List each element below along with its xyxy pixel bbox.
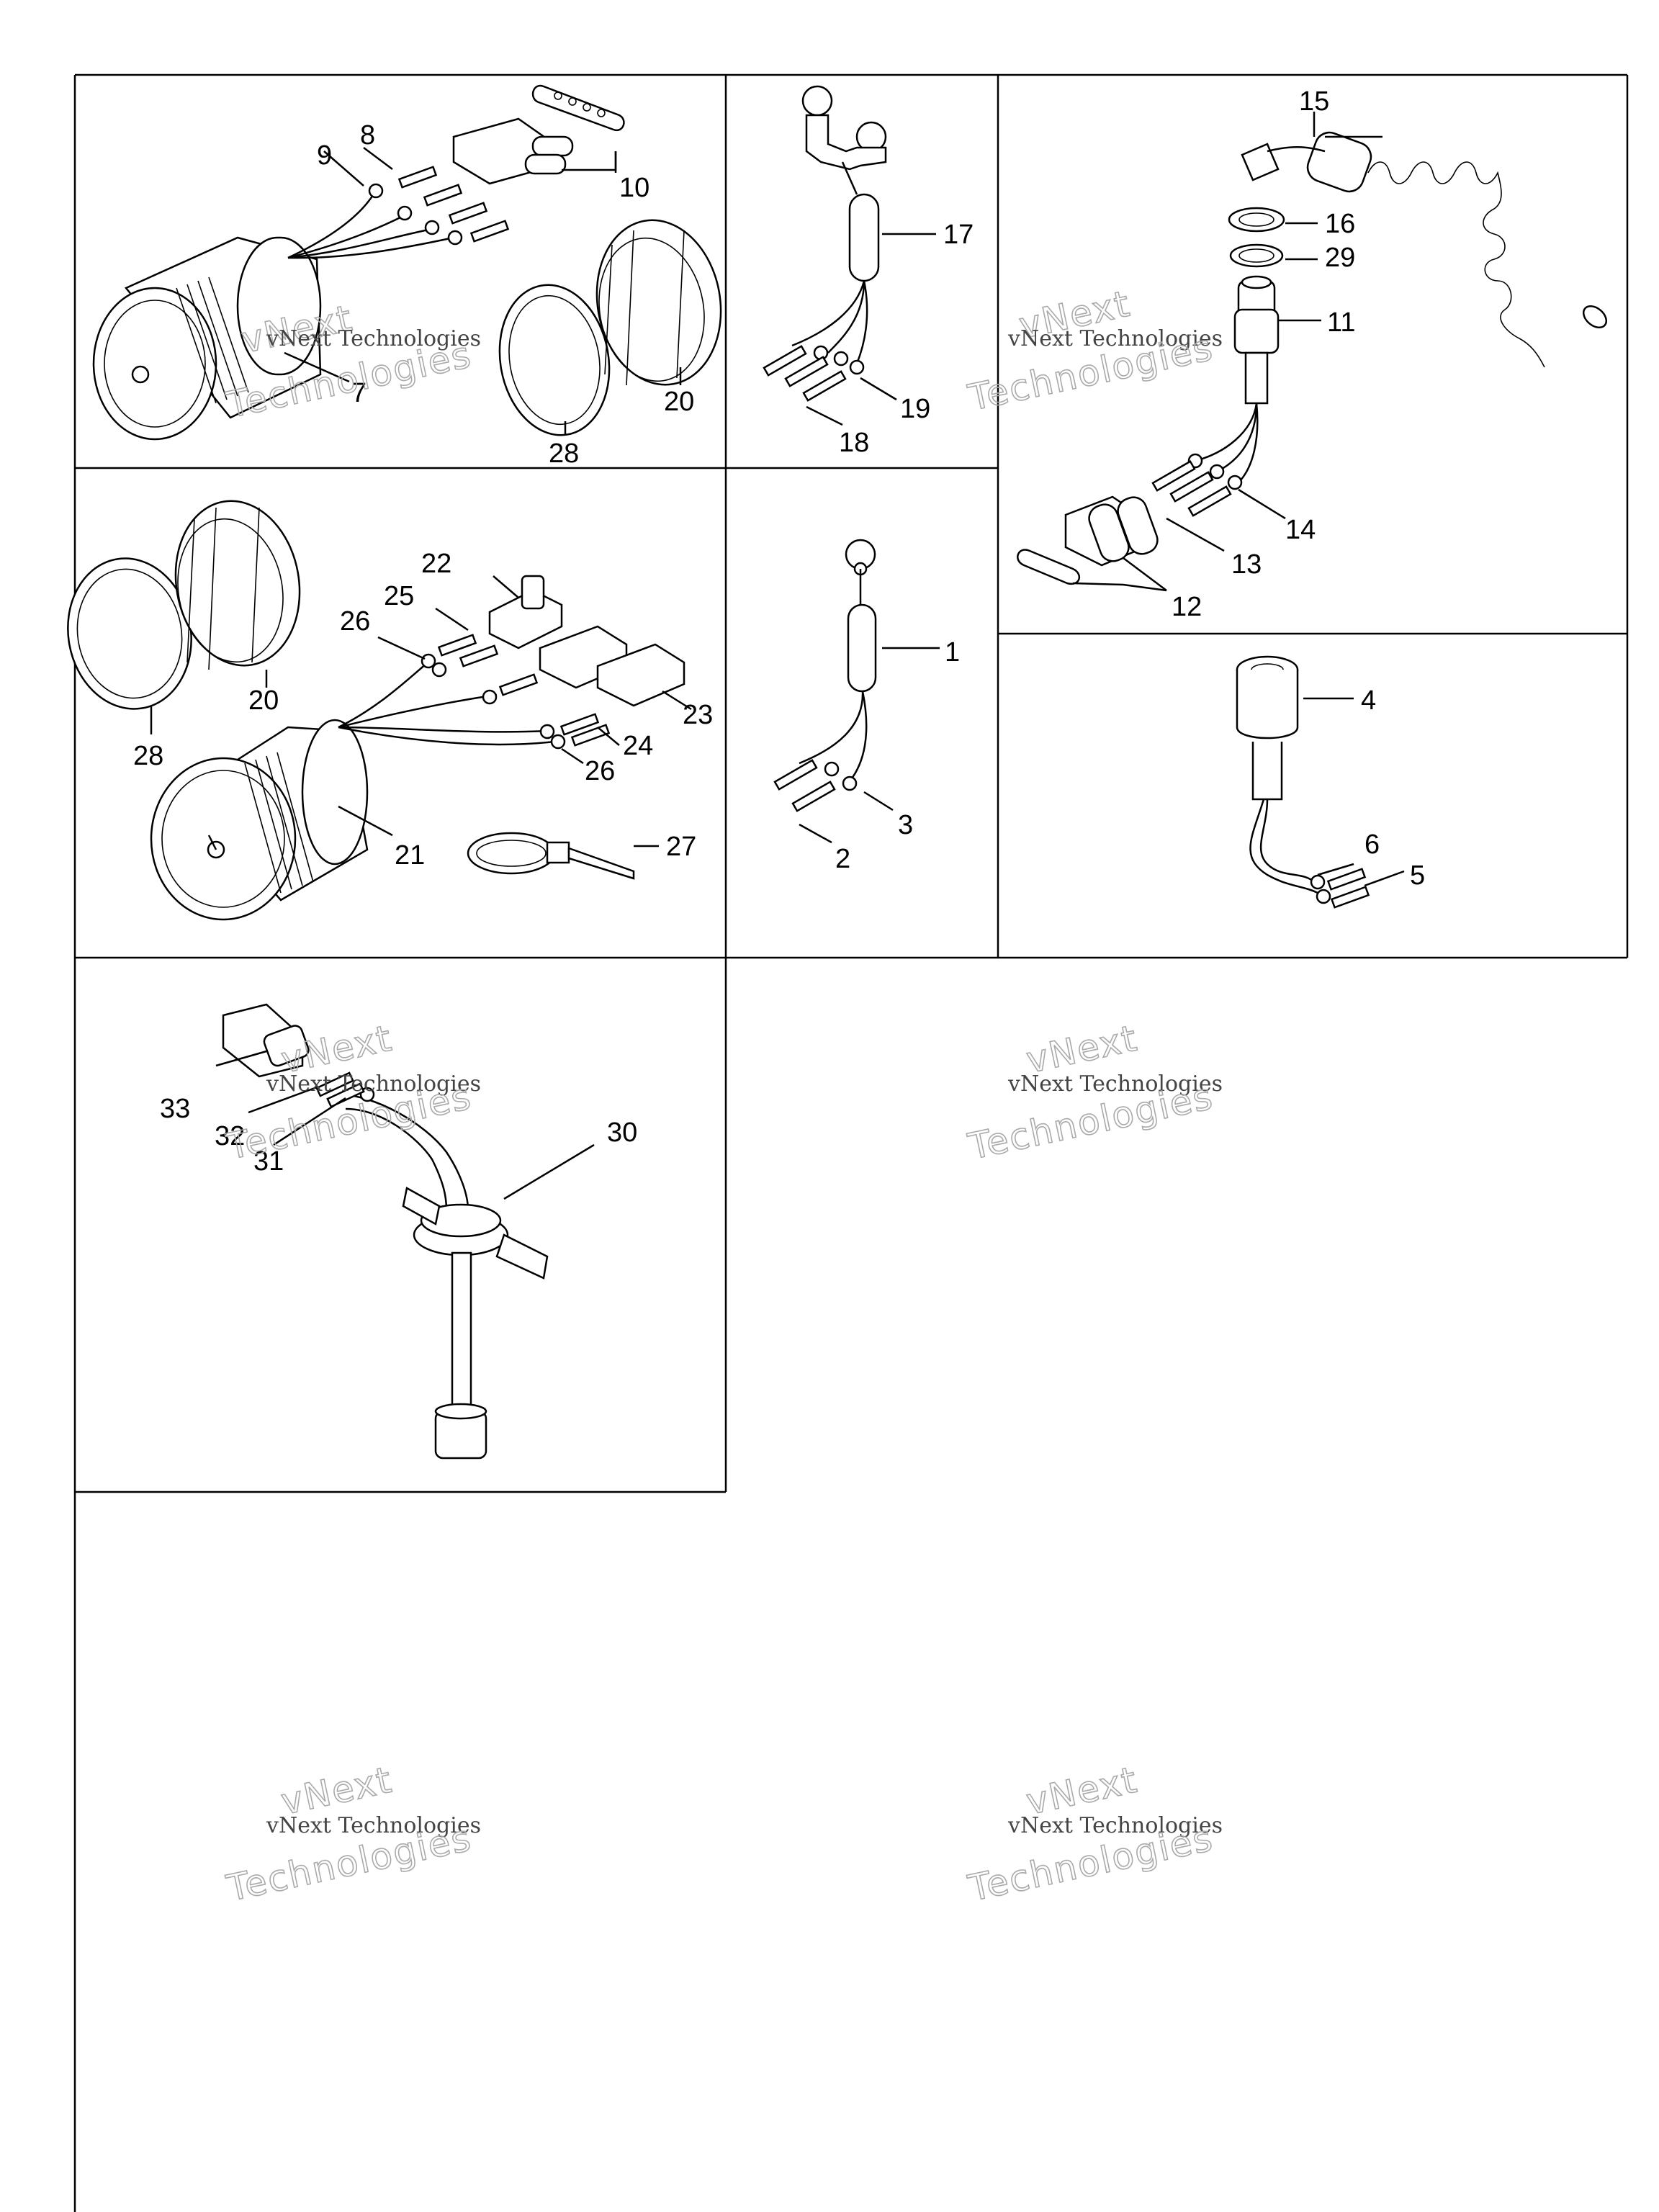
sender-17-assembly bbox=[763, 85, 936, 426]
watermark-6: vNext vNext Technologies Technologies bbox=[964, 1758, 1223, 1910]
gauge-7-assembly bbox=[92, 84, 722, 441]
terminal-8 bbox=[397, 166, 510, 243]
callout-14: 14 bbox=[1285, 515, 1316, 545]
callout-9: 9 bbox=[317, 140, 332, 171]
callout-10: 10 bbox=[619, 173, 649, 203]
sender-30-assembly bbox=[215, 1003, 595, 1460]
callout-33: 33 bbox=[160, 1094, 190, 1124]
callout-7: 7 bbox=[351, 378, 367, 408]
callout-17: 17 bbox=[943, 220, 974, 250]
callout-27: 27 bbox=[666, 832, 696, 862]
watermark-text: vNext Technologies bbox=[1007, 1071, 1223, 1097]
callout-3: 3 bbox=[898, 810, 913, 840]
callout-2: 2 bbox=[835, 844, 850, 874]
panel-grid bbox=[73, 73, 1629, 2212]
watermark-text: vNext Technologies bbox=[1007, 326, 1223, 351]
callout-19: 19 bbox=[900, 394, 930, 424]
callout-32: 32 bbox=[215, 1121, 245, 1151]
callout-28-top: 28 bbox=[549, 439, 579, 469]
seal-9 bbox=[368, 183, 463, 246]
callout-21: 21 bbox=[395, 840, 425, 871]
callout-20-mid: 20 bbox=[248, 685, 279, 716]
callout-5: 5 bbox=[1410, 860, 1425, 891]
callout-31: 31 bbox=[253, 1146, 284, 1177]
watermark-text: vNext Technologies bbox=[1007, 1813, 1223, 1838]
callout-28-mid: 28 bbox=[133, 741, 163, 771]
safety-switch-assembly bbox=[1017, 112, 1608, 592]
callout-6: 6 bbox=[1364, 830, 1380, 860]
watermark-4: vNext vNext Technologies Technologies bbox=[964, 1017, 1223, 1169]
watermark-5: vNext vNext Technologies Technologies bbox=[222, 1758, 481, 1910]
callout-22: 22 bbox=[421, 549, 451, 579]
watermark-text: vNext Technologies bbox=[266, 1071, 481, 1097]
callout-12: 12 bbox=[1172, 592, 1202, 622]
callout-11: 11 bbox=[1327, 307, 1355, 338]
callout-15: 15 bbox=[1299, 86, 1329, 117]
callout-18: 18 bbox=[839, 428, 869, 458]
callout-29: 29 bbox=[1325, 243, 1355, 273]
callout-26-top: 26 bbox=[340, 606, 370, 637]
callout-24: 24 bbox=[623, 731, 653, 761]
callout-4: 4 bbox=[1361, 685, 1376, 716]
callout-1: 1 bbox=[945, 637, 960, 667]
callout-13: 13 bbox=[1231, 549, 1262, 580]
callout-20-top: 20 bbox=[664, 387, 694, 417]
sender-1-assembly bbox=[773, 539, 940, 844]
callout-26-bottom: 26 bbox=[585, 756, 615, 786]
watermark-2: vNext vNext Technologies Technologies bbox=[964, 282, 1223, 420]
callout-30: 30 bbox=[607, 1118, 637, 1148]
sensor-4-assembly bbox=[1236, 655, 1405, 909]
watermark-text: vNext Technologies bbox=[266, 1813, 481, 1838]
gauge-21-assembly bbox=[67, 500, 692, 921]
callout-25: 25 bbox=[384, 581, 414, 611]
callout-23: 23 bbox=[683, 700, 713, 730]
watermark-text: vNext Technologies bbox=[266, 326, 481, 351]
callout-8: 8 bbox=[360, 120, 375, 150]
callout-labels: 1 2 3 4 5 6 7 8 9 10 11 12 13 14 15 16 1… bbox=[133, 86, 1425, 1177]
callout-16: 16 bbox=[1325, 209, 1355, 239]
